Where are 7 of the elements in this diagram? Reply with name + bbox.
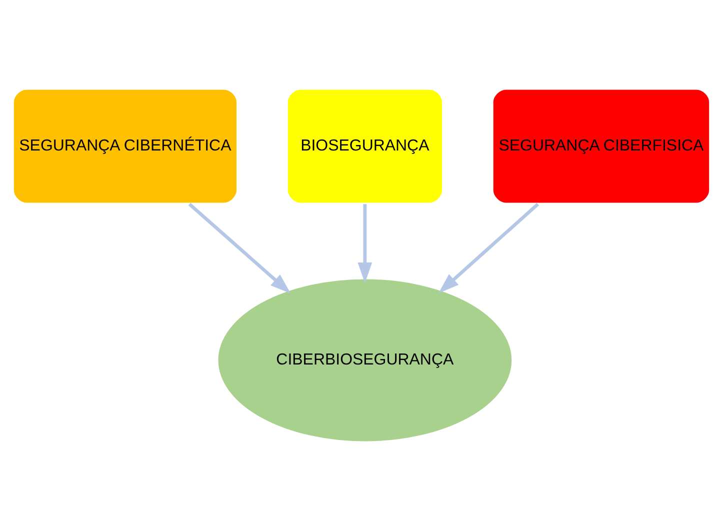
arrow bbox=[358, 204, 372, 284]
arrow bbox=[188, 202, 291, 294]
node-ellipse: CIBERBIOSEGURANÇA bbox=[216, 276, 514, 444]
node-box: BIOSEGURANÇA bbox=[286, 87, 444, 205]
node-box: SEGURANÇA CIBERNÉTICA bbox=[12, 87, 239, 205]
arrow bbox=[438, 202, 540, 294]
node-box: SEGURANÇA CIBERFISICA bbox=[491, 87, 712, 205]
